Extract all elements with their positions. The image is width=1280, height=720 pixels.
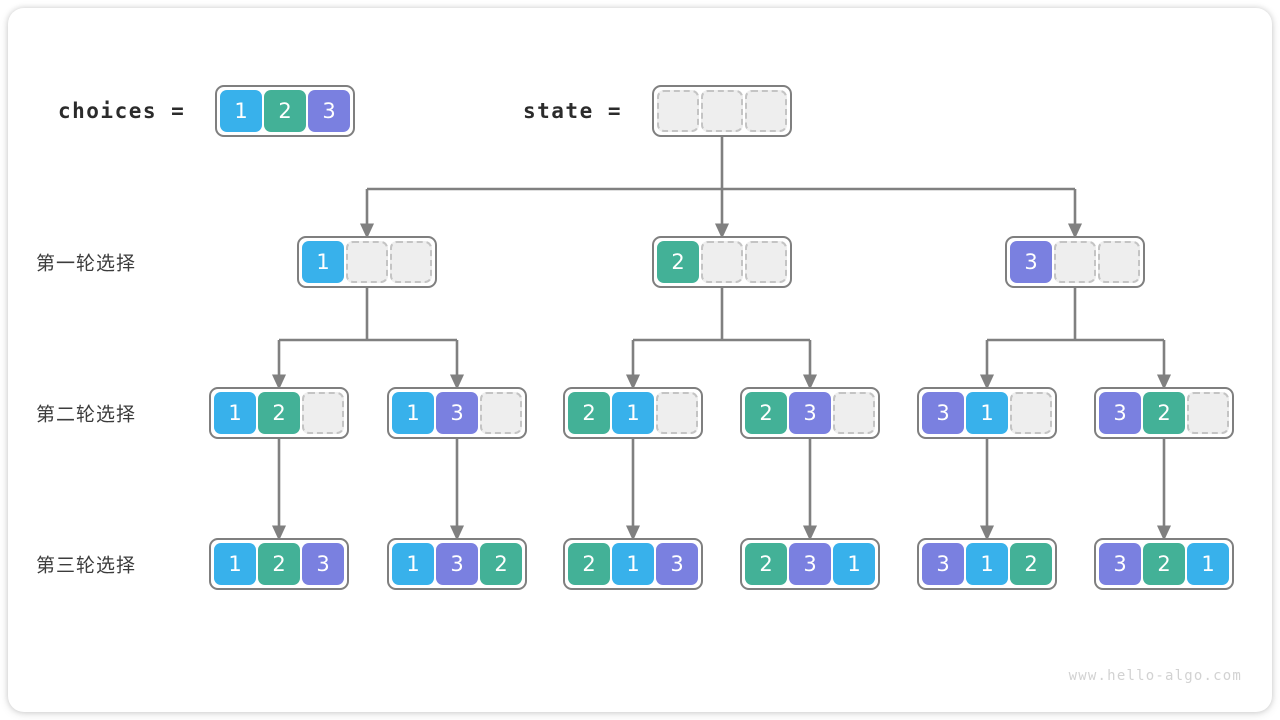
- array-cell-filled: 3: [922, 543, 964, 585]
- array-cell-filled: 1: [214, 392, 256, 434]
- round1-array-2: 2: [652, 236, 792, 288]
- array-cell-filled: 3: [308, 90, 350, 132]
- array-cell-empty: [1010, 392, 1052, 434]
- array-cell-filled: 1: [966, 392, 1008, 434]
- state-label: state =: [523, 99, 623, 123]
- diagram-card: [8, 8, 1272, 712]
- array-cell-empty: [701, 241, 743, 283]
- array-cell-empty: [833, 392, 875, 434]
- array-cell-filled: 2: [1143, 543, 1185, 585]
- array-cell-filled: 3: [1010, 241, 1052, 283]
- array-cell-filled: 2: [258, 392, 300, 434]
- array-cell-filled: 1: [214, 543, 256, 585]
- watermark: www.hello-algo.com: [1068, 668, 1242, 684]
- array-cell-filled: 1: [966, 543, 1008, 585]
- round1-array-1: 1: [297, 236, 437, 288]
- array-cell-empty: [745, 241, 787, 283]
- array-cell-filled: 3: [436, 543, 478, 585]
- array-cell-empty: [657, 90, 699, 132]
- choices-label: choices =: [58, 99, 186, 123]
- array-cell-filled: 1: [220, 90, 262, 132]
- array-cell-filled: 1: [302, 241, 344, 283]
- array-cell-filled: 3: [436, 392, 478, 434]
- array-cell-filled: 2: [568, 392, 610, 434]
- array-cell-empty: [701, 90, 743, 132]
- array-cell-empty: [390, 241, 432, 283]
- array-cell-empty: [656, 392, 698, 434]
- row-label-round-3: 第三轮选择: [36, 554, 137, 577]
- row-label-round-1: 第一轮选择: [36, 252, 137, 275]
- array-cell-filled: 1: [392, 543, 434, 585]
- array-cell-filled: 1: [392, 392, 434, 434]
- array-cell-filled: 1: [612, 543, 654, 585]
- array-cell-filled: 2: [480, 543, 522, 585]
- round1-array-3: 3: [1005, 236, 1145, 288]
- array-cell-filled: 3: [302, 543, 344, 585]
- array-cell-filled: 3: [789, 392, 831, 434]
- array-cell-empty: [745, 90, 787, 132]
- state-array: [652, 85, 792, 137]
- array-cell-filled: 1: [1187, 543, 1229, 585]
- array-cell-filled: 1: [833, 543, 875, 585]
- array-cell-filled: 2: [264, 90, 306, 132]
- array-cell-filled: 1: [612, 392, 654, 434]
- array-cell-filled: 2: [1143, 392, 1185, 434]
- array-cell-empty: [480, 392, 522, 434]
- array-cell-filled: 2: [258, 543, 300, 585]
- array-cell-empty: [346, 241, 388, 283]
- array-cell-filled: 2: [657, 241, 699, 283]
- array-cell-empty: [1187, 392, 1229, 434]
- array-cell-filled: 2: [1010, 543, 1052, 585]
- array-cell-filled: 2: [745, 543, 787, 585]
- array-cell-filled: 3: [656, 543, 698, 585]
- array-cell-filled: 2: [745, 392, 787, 434]
- array-cell-filled: 2: [568, 543, 610, 585]
- array-cell-empty: [302, 392, 344, 434]
- array-cell-empty: [1098, 241, 1140, 283]
- array-cell-filled: 3: [922, 392, 964, 434]
- array-cell-filled: 3: [789, 543, 831, 585]
- array-cell-filled: 3: [1099, 392, 1141, 434]
- array-cell-empty: [1054, 241, 1096, 283]
- row-label-round-2: 第二轮选择: [36, 403, 137, 426]
- array-cell-filled: 3: [1099, 543, 1141, 585]
